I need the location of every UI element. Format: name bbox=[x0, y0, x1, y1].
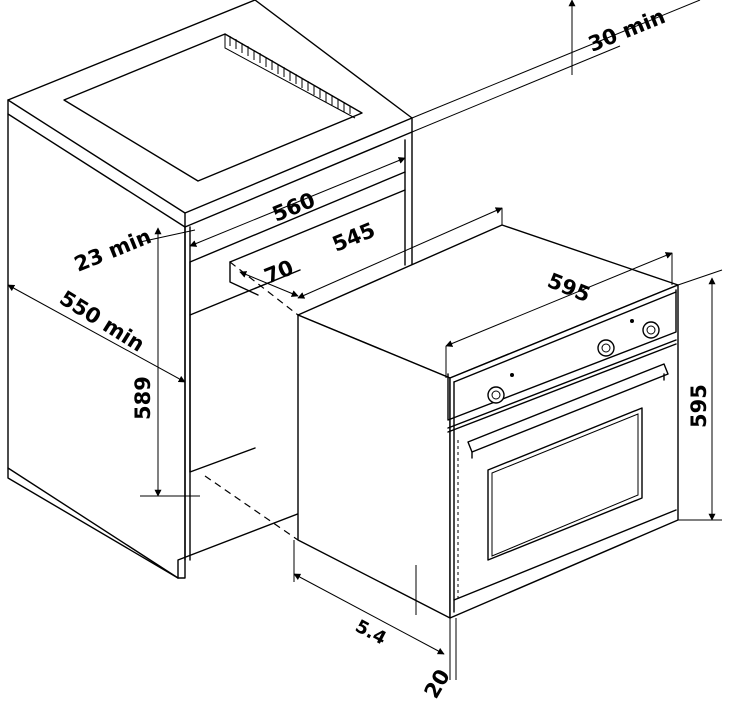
dim-niche-width: 560 bbox=[269, 188, 319, 227]
oven-window bbox=[487, 407, 643, 561]
dimension-lines bbox=[7, 0, 723, 680]
dim-oven-body-depth: 545 bbox=[329, 218, 379, 257]
opening-hatching bbox=[224, 34, 356, 119]
dim-niche-height: 589 bbox=[131, 376, 155, 420]
oven bbox=[297, 224, 679, 619]
oven-knob-center bbox=[597, 339, 615, 357]
door-handle bbox=[467, 363, 669, 453]
control-panel bbox=[447, 289, 677, 421]
dim-depth-bottom: 5.4 bbox=[352, 616, 390, 650]
oven-knob-right bbox=[642, 321, 660, 339]
dim-gap-top: 30 min bbox=[585, 4, 669, 56]
cabinet-top-opening bbox=[63, 33, 363, 182]
guide-lines bbox=[204, 261, 299, 541]
oven-knob-left bbox=[487, 386, 505, 404]
dim-cabinet-depth: 550 min bbox=[55, 286, 148, 357]
dim-gap-side: 23 min bbox=[71, 224, 155, 276]
dim-oven-height: 595 bbox=[687, 384, 711, 428]
indicator-light bbox=[510, 373, 514, 377]
